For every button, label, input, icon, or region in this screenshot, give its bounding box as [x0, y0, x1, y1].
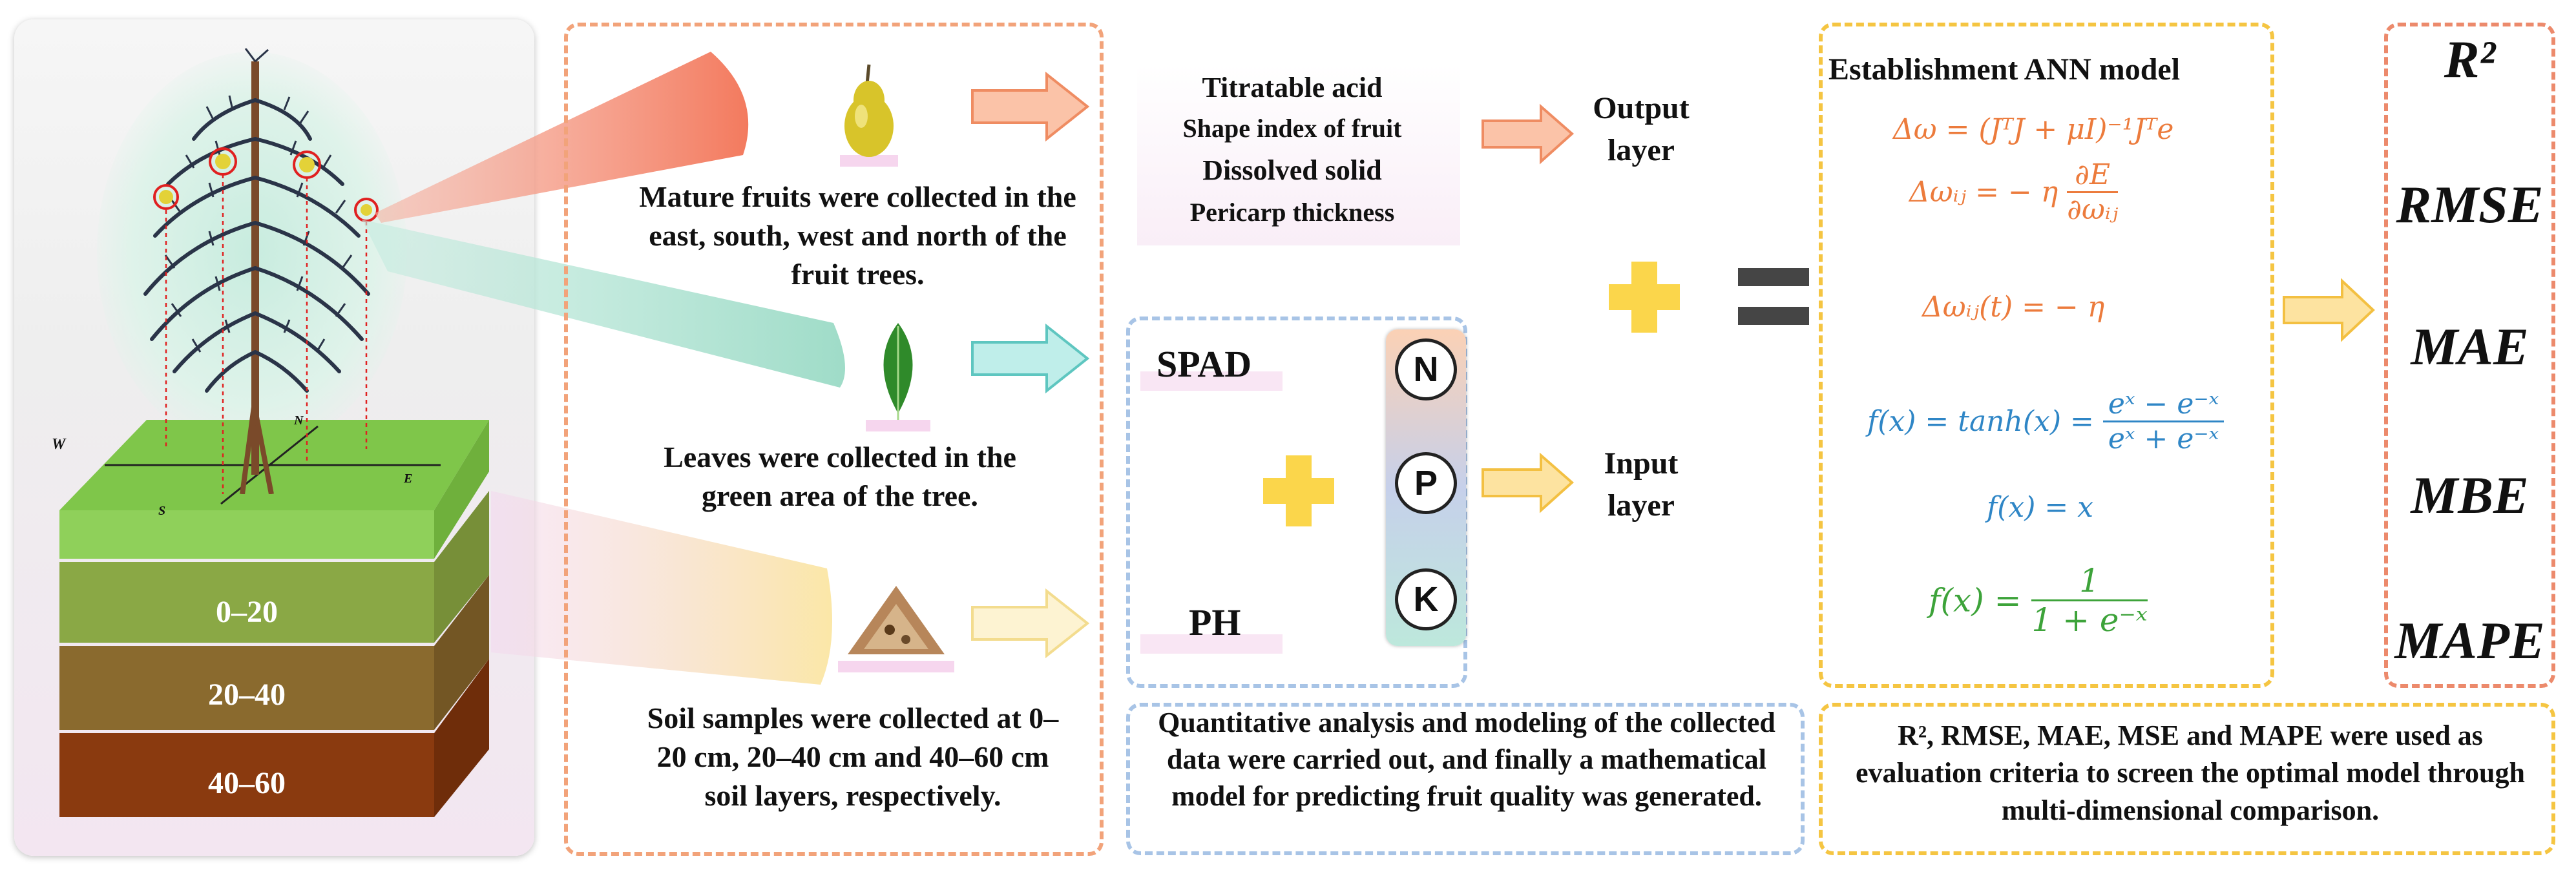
metric-mbe: MBE	[2411, 466, 2529, 524]
equals-icon	[1738, 268, 1809, 325]
metric-r2: R²	[2444, 30, 2496, 88]
potassium-marker: K	[1395, 568, 1457, 630]
eq-linear: f(x) = x	[1987, 491, 2094, 524]
arrow-to-output-layer	[1482, 103, 1575, 165]
arrow-soil	[971, 588, 1090, 659]
collection-panel	[564, 23, 1104, 856]
eq-gradient-lhs: Δωᵢⱼ = − η	[1909, 176, 2058, 209]
leaf-icon	[866, 323, 930, 431]
eq-sigmoid-den: 1 + e⁻ˣ	[2031, 601, 2148, 639]
ann-model-panel	[1819, 23, 2274, 688]
pear-icon	[840, 64, 898, 167]
output-items-backdrop	[1137, 65, 1460, 245]
compass-n: N	[294, 413, 304, 428]
metric-mae: MAE	[2411, 317, 2529, 376]
arrow-leaf	[971, 323, 1090, 394]
ph-label: PH	[1189, 601, 1241, 643]
analysis-text: Quantitative analysis and modeling of th…	[1158, 707, 1775, 812]
soil-collection-text: Soil samples were collected at 0–20 cm, …	[647, 701, 1059, 812]
fruit-markers	[153, 147, 379, 222]
eq-gradient-den: ∂ωᵢⱼ	[2067, 193, 2119, 226]
soil-layer-40-60: 40–60	[208, 766, 286, 800]
metrics-panel	[2384, 23, 2555, 688]
ph-backdrop	[1140, 634, 1283, 654]
fruit-collection-text: Mature fruits were collected in the east…	[639, 180, 1076, 291]
eq-tanh-num: eˣ − e⁻ˣ	[2102, 388, 2225, 422]
eq-tanh-den: eˣ + e⁻ˣ	[2108, 422, 2219, 455]
plus-icon-combine	[1609, 262, 1680, 333]
plus-icon-input	[1263, 455, 1334, 526]
arrow-fruit	[971, 71, 1090, 142]
npk-column: N P K	[1386, 329, 1466, 646]
eq-gradient-num: ∂E	[2067, 158, 2119, 193]
eq-tanh: f(x) = tanh(x) = eˣ − e⁻ˣ eˣ + e⁻ˣ	[1867, 388, 2225, 455]
eq-tanh-lhs: f(x) = tanh(x) =	[1867, 405, 2094, 438]
output-layer-label-2: layer	[1607, 133, 1675, 167]
input-layer-label-2: layer	[1607, 488, 1675, 523]
metric-mape: MAPE	[2394, 611, 2545, 670]
eq-weight-update: Δω = (JᵀJ + μI)⁻¹Jᵀe	[1893, 113, 2174, 146]
output-layer-label-1: Output	[1593, 91, 1690, 125]
phosphorus-marker: P	[1395, 452, 1457, 514]
output-item-titratable-acid: Titratable acid	[1202, 72, 1383, 103]
arrow-to-input-layer	[1482, 452, 1575, 514]
eq-sigmoid: f(x) = 1 1 + e⁻ˣ	[1929, 562, 2148, 639]
nitrogen-marker: N	[1395, 338, 1457, 400]
compass-s: S	[158, 504, 166, 518]
eq-sigmoid-num: 1	[2031, 562, 2148, 601]
pear-tree-illustration	[143, 48, 379, 494]
evaluation-panel	[1819, 703, 2555, 855]
soil-sample-icon	[838, 586, 954, 672]
arrow-to-metrics	[2283, 278, 2375, 342]
eq-sigmoid-lhs: f(x) =	[1929, 581, 2022, 619]
soil-block	[59, 420, 489, 817]
leaf-collection-text: Leaves were collected in the green area …	[664, 441, 1016, 512]
compass-w: W	[52, 436, 66, 453]
eq-gradient: Δωᵢⱼ = − η ∂E ∂ωᵢⱼ	[1909, 158, 2119, 226]
output-item-dissolved-solid: Dissolved solid	[1202, 154, 1382, 186]
spad-backdrop	[1140, 371, 1283, 391]
spad-label: SPAD	[1157, 343, 1252, 385]
soil-layer-20-40: 20–40	[208, 678, 286, 712]
evaluation-text: R², RMSE, MAE, MSE and MAPE were used as…	[1856, 720, 2525, 826]
output-item-pericarp-thickness: Pericarp thickness	[1189, 198, 1395, 227]
ann-title: Establishment ANN model	[1828, 52, 2181, 87]
output-item-shape-index: Shape index of fruit	[1182, 114, 1402, 143]
soil-layer-0-20: 0–20	[216, 595, 278, 629]
input-layer-label-1: Input	[1604, 446, 1679, 481]
compass-e: E	[404, 472, 413, 486]
metric-rmse: RMSE	[2396, 175, 2544, 234]
analysis-panel	[1126, 703, 1805, 855]
eq-time-step: Δωᵢⱼ(t) = − η	[1922, 291, 2105, 324]
